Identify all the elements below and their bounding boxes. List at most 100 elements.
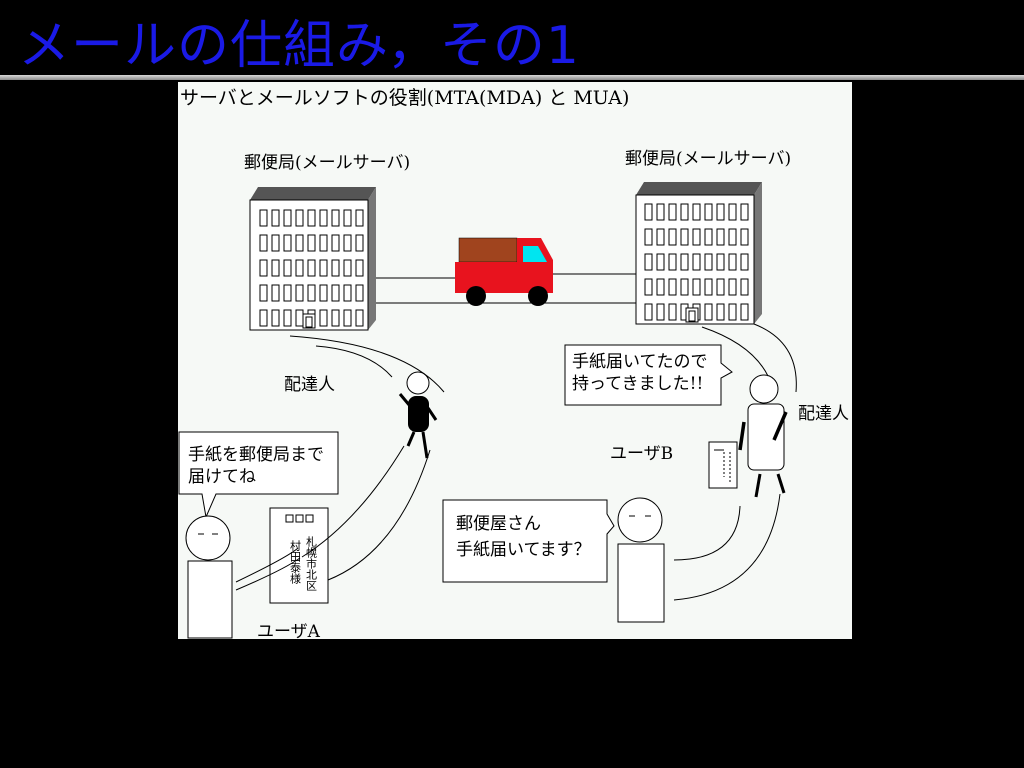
building-window xyxy=(296,285,303,301)
letter-address-city: 札幌市北区 xyxy=(305,536,318,591)
building-window xyxy=(332,235,339,251)
building-window xyxy=(729,204,736,220)
bubble-user-a-line-1: 手紙を郵便局まで xyxy=(188,445,324,465)
building-window xyxy=(272,260,279,276)
building-window xyxy=(693,229,700,245)
building-window xyxy=(681,254,688,270)
building-window xyxy=(705,279,712,295)
bubble-carrier-line-2: 持ってきました!! xyxy=(572,374,703,394)
building-window xyxy=(296,210,303,226)
building-window xyxy=(705,304,712,320)
building-window xyxy=(645,254,652,270)
carrier-left-label: 配達人 xyxy=(284,375,335,395)
building-window xyxy=(320,235,327,251)
building-window xyxy=(717,229,724,245)
building-window xyxy=(705,254,712,270)
building-window xyxy=(284,210,291,226)
building-window xyxy=(693,204,700,220)
building-window xyxy=(729,279,736,295)
bubble-user-a-line-2: 届けてね xyxy=(188,467,256,487)
building-window xyxy=(260,235,267,251)
building-window xyxy=(320,260,327,276)
building-window xyxy=(272,285,279,301)
building-window xyxy=(681,229,688,245)
building-window xyxy=(332,285,339,301)
building-window xyxy=(308,210,315,226)
building-window xyxy=(741,204,748,220)
building-window xyxy=(344,310,351,326)
user-b-figure xyxy=(618,498,664,622)
title-divider xyxy=(0,75,1024,80)
building-window xyxy=(729,254,736,270)
server-right-building-icon xyxy=(636,182,762,324)
building-window xyxy=(284,260,291,276)
building-window xyxy=(332,210,339,226)
building-window xyxy=(717,254,724,270)
server-left-label: 郵便局(メールサーバ) xyxy=(244,153,410,173)
carrier-left-figure xyxy=(400,372,436,458)
building-window xyxy=(344,235,351,251)
diagram-heading: サーバとメールソフトの役割(MTA(MDA) と MUA) xyxy=(180,87,629,109)
server-right-label: 郵便局(メールサーバ) xyxy=(625,149,791,169)
bubble-carrier-line-1: 手紙届いてたので xyxy=(572,352,708,372)
building-window xyxy=(296,260,303,276)
building-window xyxy=(741,279,748,295)
building-window xyxy=(717,204,724,220)
diagram-figure: サーバとメールソフトの役割(MTA(MDA) と MUA) 郵便局(メールサーバ… xyxy=(178,82,852,639)
building-window xyxy=(657,279,664,295)
building-window xyxy=(693,254,700,270)
speech-bubble-user-a: 手紙を郵便局まで 届けてね xyxy=(179,432,338,517)
building-window xyxy=(272,210,279,226)
carrier-right-label: 配達人 xyxy=(798,404,849,424)
building-window xyxy=(729,304,736,320)
bubble-user-b-line-1: 郵便屋さん xyxy=(456,514,541,534)
building-window xyxy=(296,310,303,326)
building-window xyxy=(657,254,664,270)
building-window xyxy=(332,260,339,276)
building-window xyxy=(669,229,676,245)
building-window xyxy=(669,204,676,220)
building-window xyxy=(717,279,724,295)
building-window xyxy=(344,260,351,276)
building-window xyxy=(320,285,327,301)
building-window xyxy=(669,279,676,295)
building-window xyxy=(320,210,327,226)
building-window xyxy=(657,304,664,320)
delivery-truck-icon xyxy=(455,238,553,306)
building-window xyxy=(260,310,267,326)
building-window xyxy=(272,235,279,251)
building-window xyxy=(681,279,688,295)
building-window xyxy=(356,210,363,226)
building-window xyxy=(284,310,291,326)
user-b-label: ユーザB xyxy=(610,444,673,464)
building-window xyxy=(657,229,664,245)
building-window xyxy=(356,310,363,326)
building-window xyxy=(741,254,748,270)
server-left-building-icon xyxy=(250,187,376,330)
building-window xyxy=(693,279,700,295)
building-window xyxy=(260,285,267,301)
building-window xyxy=(272,310,279,326)
building-window xyxy=(729,229,736,245)
slide-title: メールの仕組み，その1 xyxy=(18,14,580,78)
building-window xyxy=(308,235,315,251)
building-window xyxy=(657,204,664,220)
building-window xyxy=(741,229,748,245)
building-window xyxy=(645,304,652,320)
user-a-figure xyxy=(186,516,232,638)
building-window xyxy=(645,279,652,295)
building-window xyxy=(356,285,363,301)
building-window xyxy=(717,304,724,320)
building-window xyxy=(344,285,351,301)
speech-bubble-carrier: 手紙届いてたので 持ってきました!! xyxy=(565,345,732,405)
building-window xyxy=(260,210,267,226)
building-window xyxy=(344,210,351,226)
speech-bubble-user-b: 郵便屋さん 手紙届いてます？ xyxy=(443,500,614,582)
building-window xyxy=(669,254,676,270)
building-window xyxy=(645,229,652,245)
building-window xyxy=(356,235,363,251)
building-window xyxy=(260,260,267,276)
building-window xyxy=(332,310,339,326)
building-window xyxy=(308,285,315,301)
building-window xyxy=(356,260,363,276)
